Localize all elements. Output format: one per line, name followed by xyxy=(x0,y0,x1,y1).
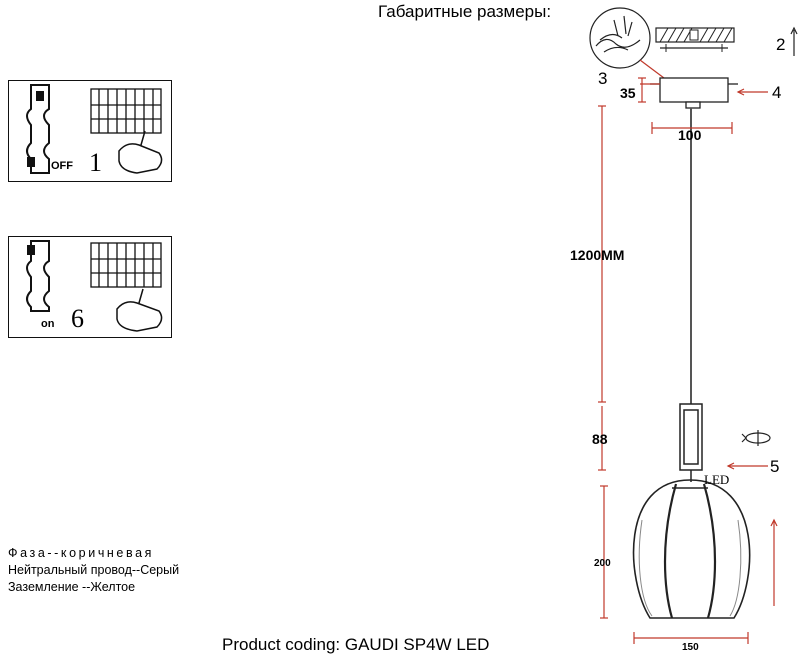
canopy-icon xyxy=(650,77,738,109)
product-coding: Product coding: GAUDI SP4W LED xyxy=(222,635,490,654)
dim-shade-width: 150 xyxy=(682,642,699,653)
switch-foot-icon xyxy=(27,157,35,167)
dim-shade-height: 200 xyxy=(594,558,611,569)
page-title: Габаритные размеры: xyxy=(378,2,552,21)
step-1-panel: OFF 1 xyxy=(8,80,172,182)
wire-neutral-label: Нейтральный провод--Серый xyxy=(8,563,180,577)
switch-body-icon xyxy=(26,240,50,312)
dim-canopy-width: 100 xyxy=(678,127,702,143)
wire-ground-label: Заземление --Желтое xyxy=(8,580,136,594)
terminal-block-icon xyxy=(90,88,162,134)
breaker-on-illustration: on 6 xyxy=(26,240,163,333)
step-number: 1 xyxy=(89,148,102,177)
rotation-icon xyxy=(741,430,771,446)
hand-icon xyxy=(116,288,163,332)
breaker-off-illustration: OFF 1 xyxy=(26,84,163,177)
step-number: 6 xyxy=(71,304,84,333)
hand-icon xyxy=(118,130,163,174)
terminal-block-icon xyxy=(90,242,162,288)
switch-body-icon xyxy=(26,84,50,174)
switch-state-label: OFF xyxy=(51,160,73,172)
callout-2: 2 xyxy=(776,35,785,54)
wire-phase-label: Фаза--коричневая xyxy=(8,546,155,560)
switch-lever-icon xyxy=(36,91,44,101)
ceiling-mount-icon xyxy=(655,27,735,52)
callout-4: 4 xyxy=(772,83,781,102)
led-holder-icon xyxy=(679,403,703,482)
step-6-panel: on 6 xyxy=(8,236,172,338)
dim-canopy-height: 35 xyxy=(620,85,636,101)
callout-5: 5 xyxy=(770,457,779,476)
dim-cable-length: 1200MM xyxy=(570,247,624,263)
switch-lever-icon xyxy=(27,245,35,255)
wire-connection-detail-icon xyxy=(589,7,665,79)
dim-holder-height: 88 xyxy=(592,431,608,447)
up-arrow-icon xyxy=(790,26,798,56)
switch-state-label: on xyxy=(41,318,55,330)
led-label: LED xyxy=(704,472,729,487)
glass-shade-icon xyxy=(632,479,751,619)
dimension-lines xyxy=(598,77,778,644)
callout-3: 3 xyxy=(598,69,607,88)
